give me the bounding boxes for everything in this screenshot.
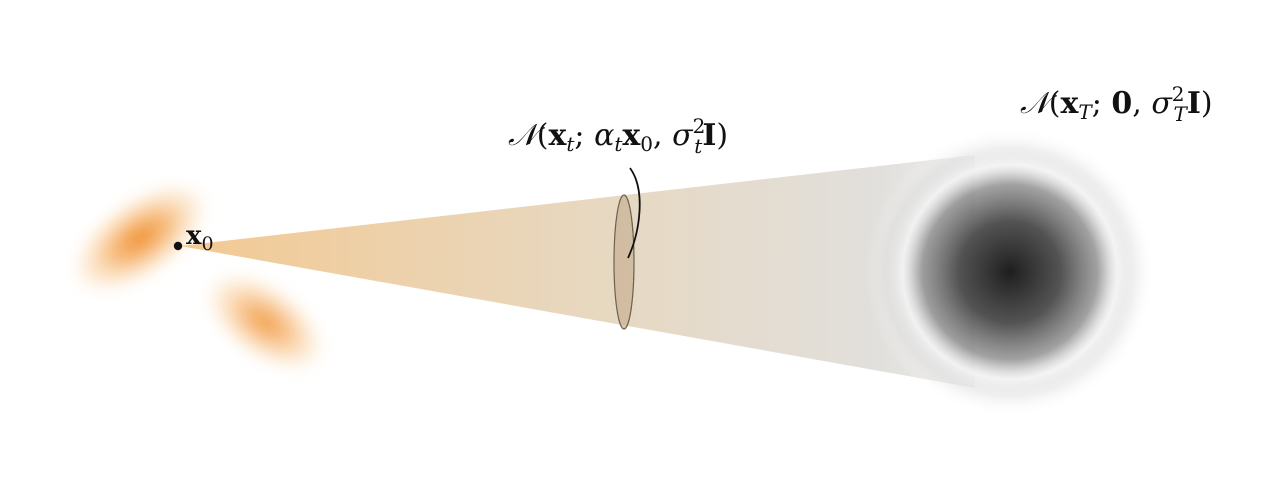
final-zero: 0 bbox=[1111, 86, 1132, 121]
final-close-paren: ) bbox=[1201, 86, 1213, 121]
intermediate-sep1: ; bbox=[574, 118, 594, 153]
data-blob-upper bbox=[68, 179, 212, 297]
final-identity: I bbox=[1187, 86, 1201, 121]
final-xT-symbol: x bbox=[1060, 86, 1079, 121]
label-leader-line bbox=[627, 167, 641, 259]
final-sigma-sub: T bbox=[1174, 102, 1189, 126]
intermediate-sigma-sub: t bbox=[694, 134, 703, 158]
noise-rim bbox=[885, 147, 1135, 397]
cross-section-hidden-edge bbox=[623, 194, 635, 330]
data-blob-lower bbox=[201, 269, 329, 375]
x0-subscript: 0 bbox=[202, 233, 214, 255]
intermediate-sep2: , bbox=[653, 118, 672, 153]
intermediate-x0-symbol: x bbox=[622, 118, 641, 153]
noise-distribution bbox=[865, 127, 1155, 417]
data-distribution bbox=[68, 179, 329, 375]
final-sigma-sup: 2 bbox=[1172, 82, 1185, 106]
intermediate-identity: I bbox=[702, 118, 716, 153]
final-sep2: , bbox=[1132, 86, 1151, 121]
intermediate-sigma: σ bbox=[672, 118, 694, 153]
intermediate-open-paren: ( bbox=[537, 118, 549, 153]
intermediate-sigma-sup: 2 bbox=[693, 114, 706, 138]
intermediate-xt-sub: t bbox=[566, 132, 575, 156]
final-sep1: ; bbox=[1092, 86, 1112, 121]
final-open-paren: ( bbox=[1049, 86, 1061, 121]
intermediate-cross-section bbox=[613, 194, 635, 330]
diffusion-cone bbox=[180, 155, 975, 388]
intermediate-x0-sub: 0 bbox=[640, 132, 653, 156]
x0-symbol: x bbox=[186, 221, 202, 251]
final-sigma: σ bbox=[1151, 86, 1173, 121]
intermediate-alpha: α bbox=[594, 118, 614, 153]
x0-point bbox=[173, 241, 183, 251]
intermediate-xt-symbol: x bbox=[548, 118, 567, 153]
x0-label: x0 bbox=[186, 221, 214, 255]
intermediate-alpha-sub: t bbox=[614, 132, 623, 156]
intermediate-close-paren: ) bbox=[716, 118, 728, 153]
final-xT-sub: T bbox=[1078, 100, 1093, 124]
